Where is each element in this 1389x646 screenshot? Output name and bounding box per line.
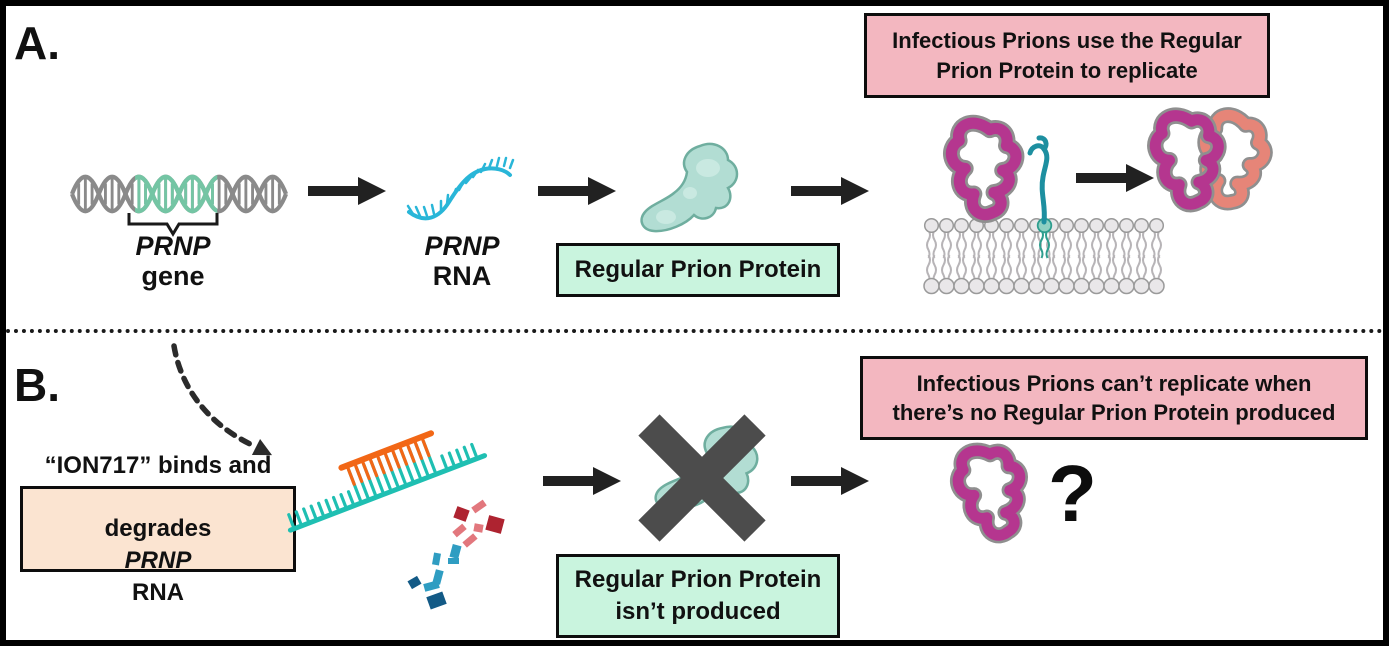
infectious-prions-label-a: Infectious Prions use the Regular Prion …: [864, 13, 1270, 98]
prion-icon: [938, 442, 1038, 552]
rna-fragment: [449, 544, 462, 559]
gene-bracket: [127, 213, 219, 237]
rna-fragment: [473, 523, 484, 533]
question-mark: ?: [1048, 449, 1097, 538]
rna-name: PRNP: [424, 231, 500, 261]
rna-fragment: [432, 552, 441, 566]
ion717-label: “ION717” binds and degrades PRNP RNA: [20, 452, 296, 606]
arrow-icon: [791, 467, 869, 495]
protein-blob-icon: [640, 142, 739, 233]
panel-divider: [6, 329, 1383, 333]
rna-fragment: [423, 580, 440, 592]
gene-word: gene: [141, 261, 205, 292]
prion-pair-icon: [1148, 103, 1298, 218]
rna-caption: PRNP RNA: [402, 231, 522, 291]
rna-aso-duplex-icon: [287, 430, 488, 533]
dna-icon: [69, 174, 289, 214]
rna-fragment: [407, 575, 422, 590]
regular-prion-protein-label-b: Regular Prion Protein isn’t produced: [556, 554, 840, 638]
arrow-icon: [791, 177, 869, 205]
rna-fragment: [448, 558, 459, 564]
gene-caption: PRNP gene: [103, 231, 243, 291]
arrow-icon: [543, 467, 621, 495]
panel-a-label: A.: [14, 17, 60, 69]
dashed-arrow-icon: [171, 343, 273, 456]
arrow-icon: [1076, 164, 1154, 192]
membrane-icon: [923, 217, 1165, 295]
ion717-gene-name: PRNP: [124, 546, 192, 574]
rna-fragment: [426, 591, 447, 610]
gpi-anchor-icon: [1036, 217, 1053, 259]
arrow-icon: [538, 177, 616, 205]
arrow-icon: [308, 177, 386, 205]
gene-name: PRNP: [135, 231, 211, 261]
panel-b-label: B.: [14, 359, 60, 411]
prion-complex-icon: [930, 105, 1050, 235]
regular-prion-protein-label-a: Regular Prion Protein: [556, 243, 840, 297]
rna-icon: [406, 156, 515, 221]
infectious-prions-label-b: Infectious Prions can’t replicate when t…: [860, 356, 1368, 440]
rna-word: RNA: [432, 261, 492, 292]
